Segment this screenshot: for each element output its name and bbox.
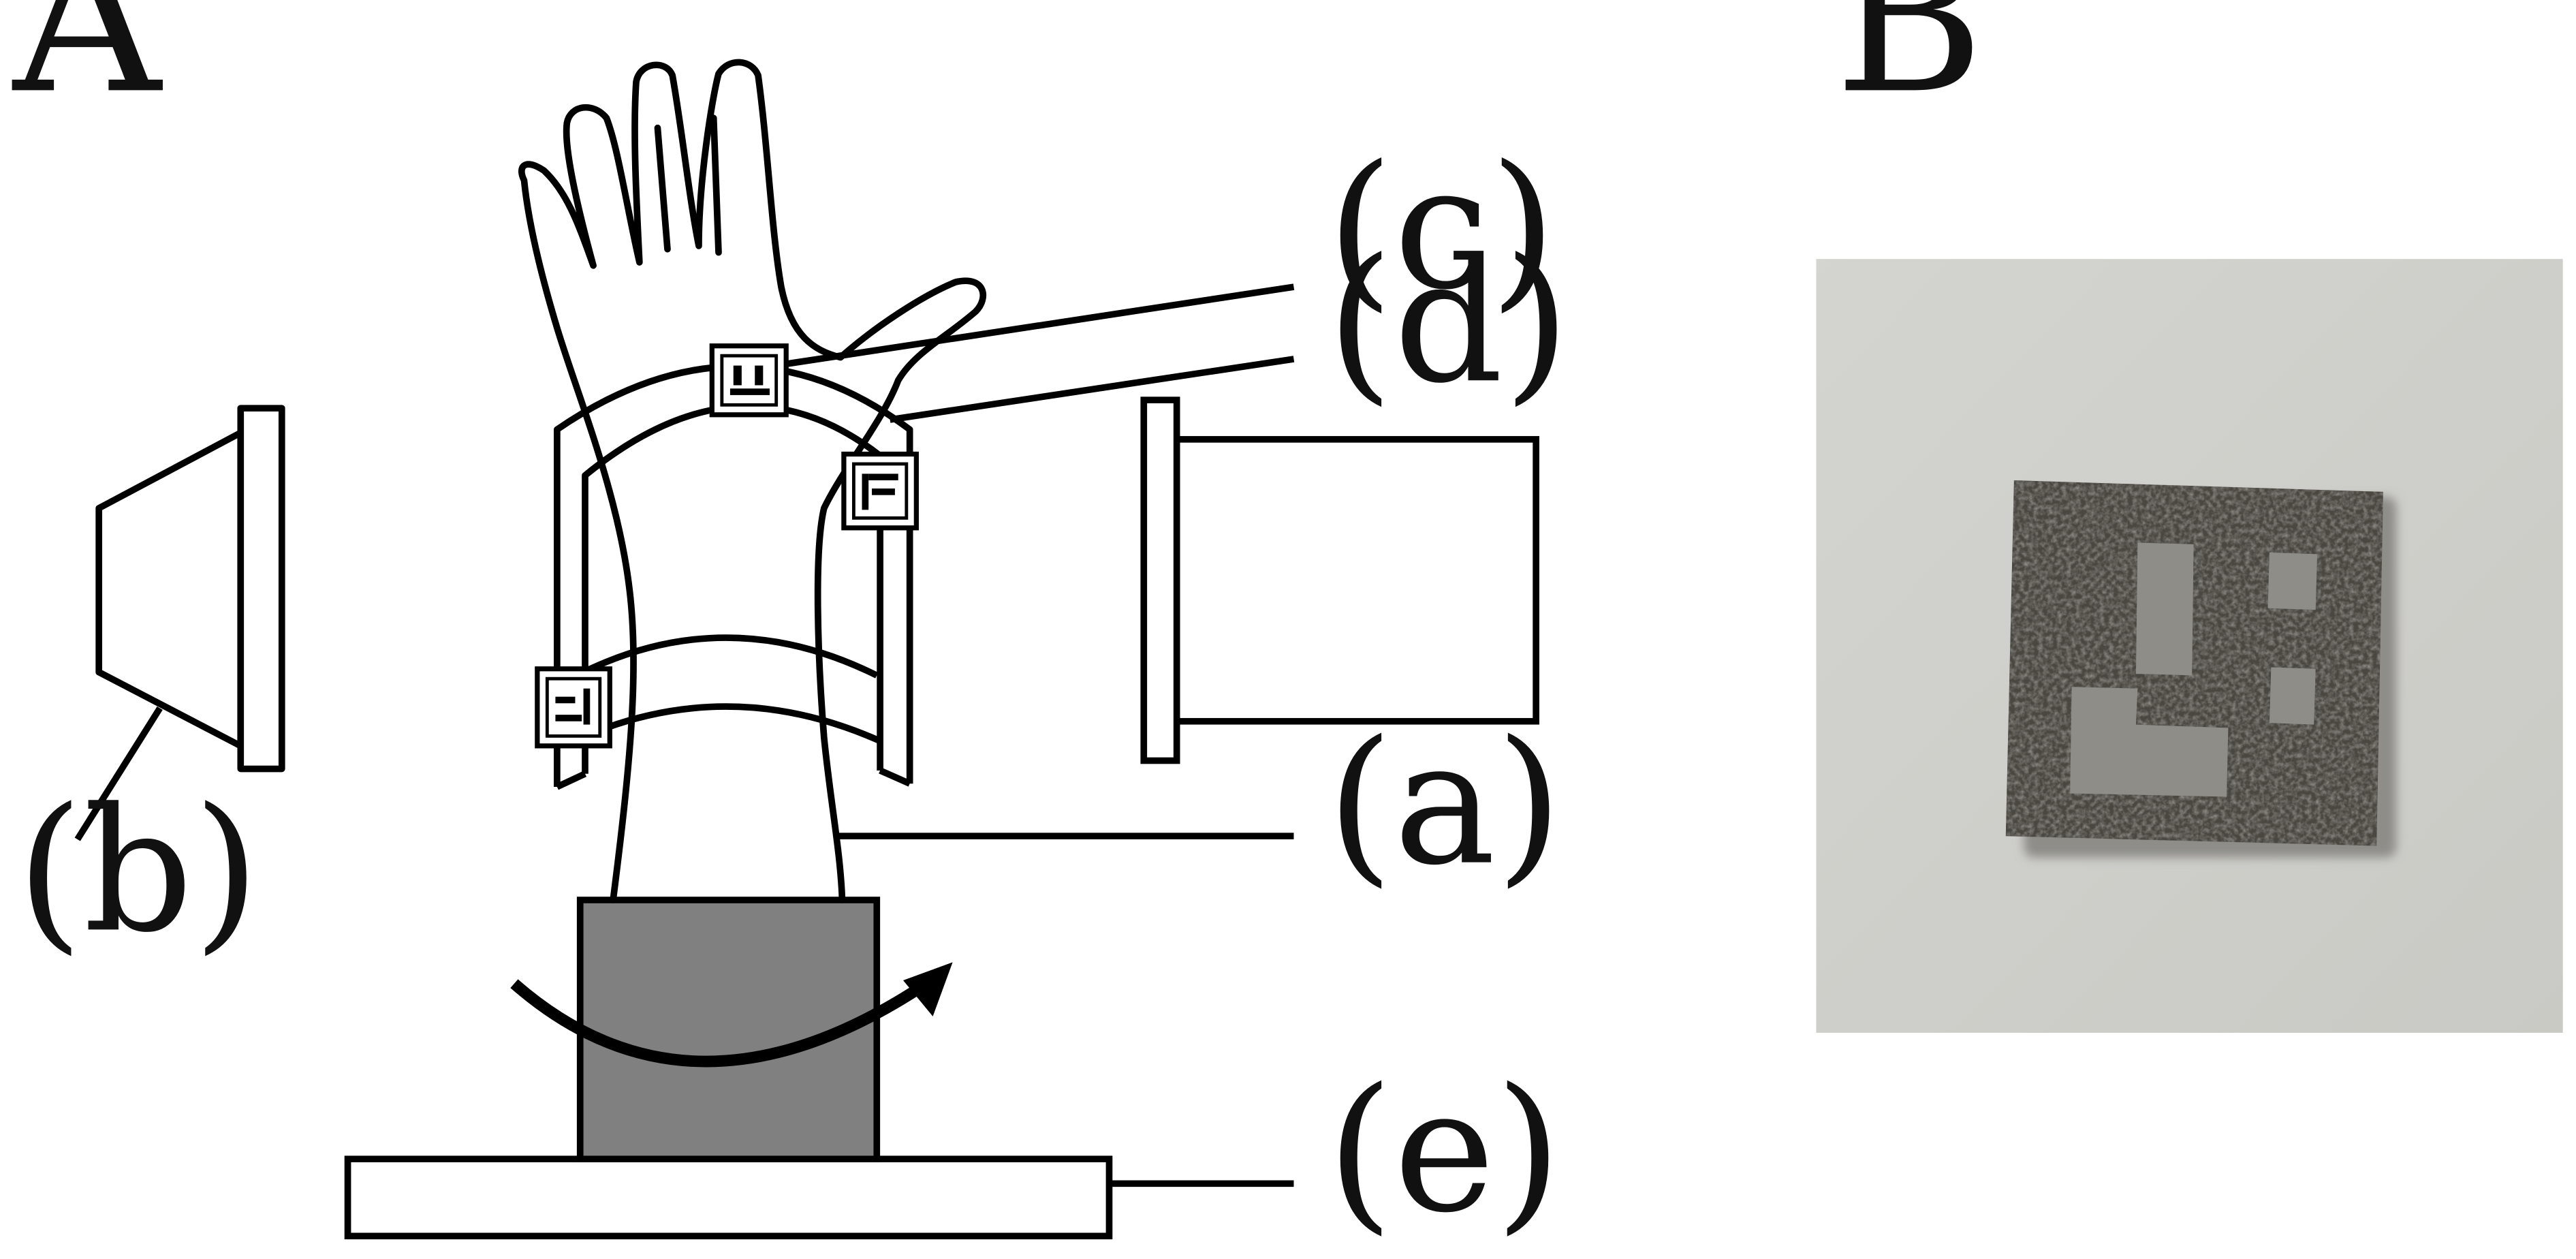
rotation-arrow-icon [510,962,953,1068]
metal-fiducial-marker [2005,480,2383,846]
leader-line-b [74,706,163,841]
leader-line-d [889,356,1295,423]
label-a: (a) [1327,704,1562,903]
fiducial-marker-right [841,451,919,531]
label-d: (d) [1327,223,1570,421]
fiducial-marker-left [535,666,612,749]
panel-b-label: B [1834,0,1985,138]
leader-lines [74,283,1295,1187]
label-c: (c) [1327,129,1556,328]
leader-line-c [785,283,1295,367]
panel-a: A [10,0,1571,1251]
label-b: (b) [16,772,260,970]
base-plate [344,1155,1113,1240]
marker-photo [1816,259,2563,1033]
left-camera-icon [95,405,285,773]
panel-a-label: A [10,0,163,138]
forearm-and-hand [518,59,987,903]
panel-b: B [1816,0,2563,1033]
label-e: (e) [1327,1052,1562,1250]
right-camera-icon [1140,397,1540,764]
fiducial-marker-top [709,343,789,418]
